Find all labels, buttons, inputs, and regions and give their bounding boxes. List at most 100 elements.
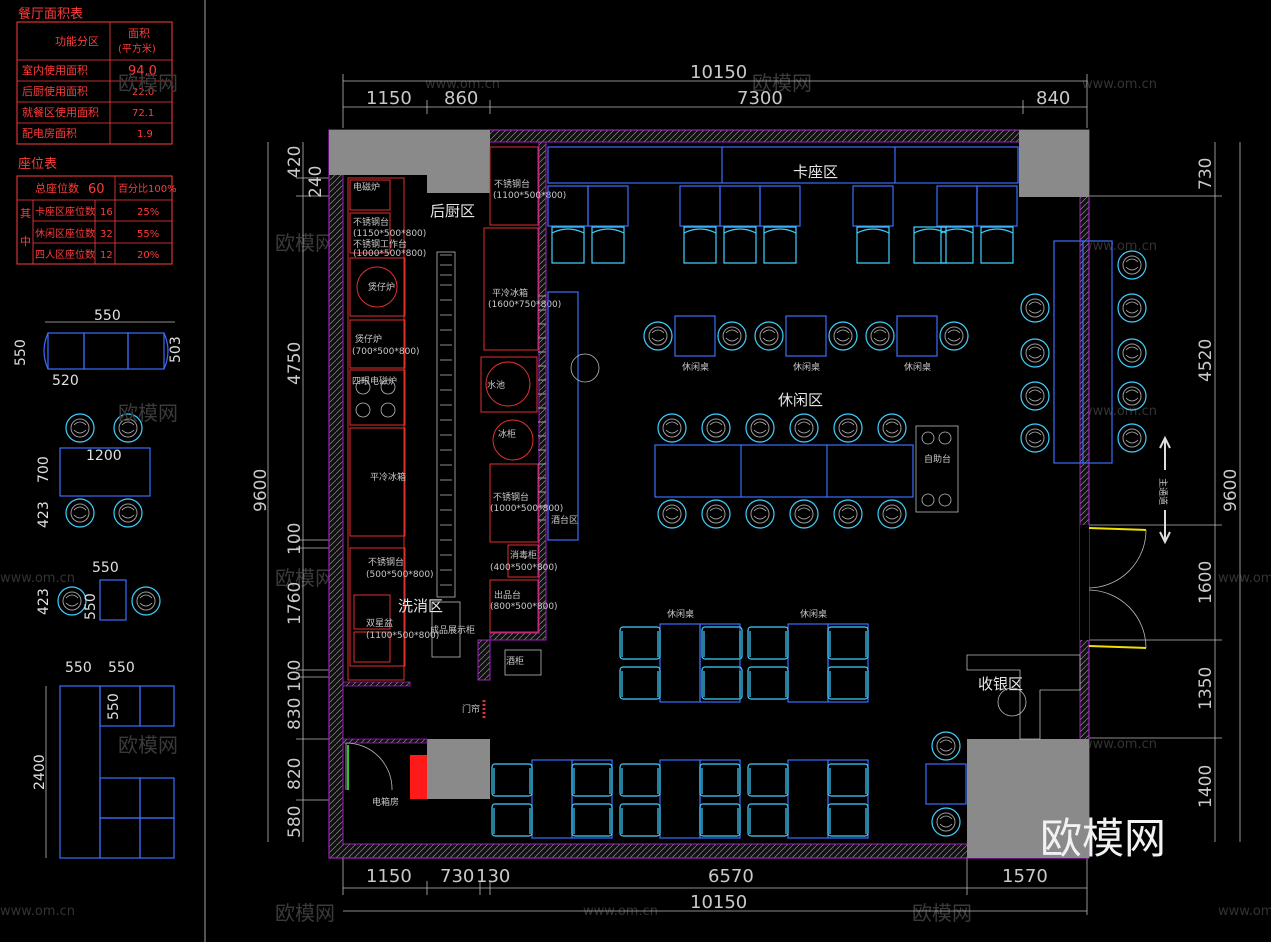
kitchen-label: (1000*500*800) bbox=[353, 249, 426, 259]
kitchen-label: (800*500*800) bbox=[490, 602, 558, 612]
watermark-site: www.om.cn bbox=[583, 904, 658, 919]
seat-total-pct: 百分比100% bbox=[118, 183, 177, 195]
dim-left-seg: 830 bbox=[285, 698, 305, 730]
dim-right-seg: 4520 bbox=[1196, 339, 1216, 382]
dim-bottom-seg: 730 bbox=[440, 866, 474, 887]
area-row-label: 配电房面积 bbox=[22, 127, 77, 140]
dim-right-seg: 1400 bbox=[1196, 765, 1216, 808]
area-row-label: 就餐区使用面积 bbox=[22, 105, 99, 119]
kitchen-label: 不锈钢台 bbox=[368, 556, 404, 568]
dim-right-seg: 1600 bbox=[1196, 561, 1216, 604]
kitchen-label: 平冷冰箱 bbox=[370, 471, 406, 483]
dim-bottom-seg: 1150 bbox=[366, 866, 412, 887]
kitchen-label: (1100*500*800) bbox=[366, 631, 439, 641]
area-row-label: 后厨使用面积 bbox=[22, 85, 88, 98]
kitchen-label: 冰柜 bbox=[498, 428, 516, 440]
kitchen-label: 煲仔炉 bbox=[368, 281, 395, 293]
dim-left-seg: 240 bbox=[306, 166, 326, 198]
legend-dim: 423 bbox=[36, 588, 52, 615]
area-row-value: 22.0 bbox=[132, 87, 154, 98]
kitchen-label: 出品台 bbox=[494, 589, 521, 601]
kitchen-label: 水池 bbox=[487, 379, 505, 391]
dim-left-total: 9600 bbox=[251, 469, 271, 512]
dim-top-seg: 7300 bbox=[737, 88, 783, 109]
kitchen-label: 煲仔炉 bbox=[355, 333, 382, 345]
legend-dim: 550 bbox=[94, 308, 121, 324]
four-seat-area: 休闲桌 休闲桌 bbox=[491, 608, 967, 839]
dim-bottom-seg: 6570 bbox=[708, 866, 754, 887]
kitchen-label: 平冷冰箱 bbox=[492, 287, 528, 299]
dim-left-seg: 580 bbox=[285, 806, 305, 838]
seat-table: 座位表 总座位数 60 百分比100% 其 中 卡座区座位数 16 25% 休闲… bbox=[16, 157, 177, 265]
kitchen-label: (1150*500*800) bbox=[353, 229, 426, 239]
zone-electric: 电箱房 bbox=[372, 796, 399, 808]
zone-leisure: 休闲区 bbox=[778, 391, 823, 409]
brand-logo: 欧模网 bbox=[1040, 814, 1166, 863]
seat-row-pct: 25% bbox=[137, 207, 159, 218]
area-table-header-left: 功能分区 bbox=[55, 34, 99, 48]
watermark-brand: 欧模网 bbox=[752, 71, 812, 95]
dim-right-total: 9600 bbox=[1221, 469, 1241, 512]
legend-dim: 520 bbox=[52, 373, 79, 389]
zone-booth: 卡座区 bbox=[793, 163, 838, 181]
kitchen-label: 门帘 bbox=[462, 703, 480, 715]
legend-dim: 550 bbox=[108, 660, 135, 676]
dim-top-total: 10150 bbox=[690, 62, 747, 83]
booth-area: 卡座区 bbox=[547, 146, 1019, 264]
seat-total-value: 60 bbox=[88, 182, 105, 197]
kitchen-label: (500*500*800) bbox=[366, 570, 434, 580]
kitchen-area: 后厨区 电磁炉 不锈钢台 (1150*500*800) 不锈钢工作台 (1000… bbox=[347, 146, 566, 720]
legend-dim: 550 bbox=[83, 593, 99, 620]
watermark-brand: 欧模网 bbox=[275, 231, 335, 255]
dim-right-seg: 730 bbox=[1196, 158, 1216, 190]
legend-dim: 550 bbox=[65, 660, 92, 676]
legend-dim: 550 bbox=[13, 339, 29, 366]
legend-dim: 423 bbox=[36, 501, 52, 528]
bar-counter: 酒台区 bbox=[538, 291, 600, 541]
area-table-header-unit: (平方米) bbox=[118, 42, 156, 55]
kitchen-label: 不锈钢工作台 bbox=[353, 238, 407, 250]
legend-dim: 2400 bbox=[32, 754, 48, 790]
watermark-site: www.om.cn bbox=[1082, 77, 1157, 92]
seat-row-label: 四人区座位数 bbox=[35, 248, 95, 261]
seat-side-label: 中 bbox=[20, 235, 31, 248]
seat-row-pct: 20% bbox=[137, 250, 159, 261]
seat-row-pct: 55% bbox=[137, 229, 159, 240]
kitchen-label: (700*500*800) bbox=[352, 347, 420, 357]
watermark-brand: 欧模网 bbox=[118, 733, 178, 757]
zone-cashier: 收银区 bbox=[978, 675, 1023, 693]
area-row-value: 72.1 bbox=[132, 108, 154, 119]
zone-wash: 洗消区 bbox=[398, 597, 443, 615]
kitchen-label: 消毒柜 bbox=[510, 549, 537, 561]
area-table-title: 餐厅面积表 bbox=[18, 6, 83, 22]
dim-bottom-seg: 1570 bbox=[1002, 866, 1048, 887]
dim-left-seg: 1760 bbox=[285, 582, 305, 625]
legend-dim: 550 bbox=[106, 693, 122, 720]
dimension-lines: 10150 1150 860 7300 840 1150 730 130 657… bbox=[251, 62, 1241, 915]
legend-dim: 700 bbox=[36, 456, 52, 483]
watermark-brand: 欧模网 bbox=[118, 401, 178, 425]
seat-row-label: 卡座区座位数 bbox=[35, 205, 95, 218]
kitchen-label: 双星盆 bbox=[366, 617, 393, 629]
dim-bottom-total: 10150 bbox=[690, 892, 747, 913]
legend-dim: 503 bbox=[168, 336, 184, 363]
area-row-label: 室内使用面积 bbox=[22, 63, 88, 77]
area-table: 餐厅面积表 功能分区 面积 (平方米) 室内使用面积 94.0 后厨使用面积 2… bbox=[16, 6, 173, 145]
kitchen-label: 不锈钢台 bbox=[353, 216, 389, 228]
dim-right-seg: 1350 bbox=[1196, 667, 1216, 710]
watermark-brand: 欧模网 bbox=[118, 71, 178, 95]
cashier-area: 收银区 bbox=[966, 654, 1081, 740]
watermark-site: www.om.cn bbox=[1218, 904, 1271, 919]
dim-top-seg: 1150 bbox=[366, 88, 412, 109]
leisure-area: 休闲桌 休闲桌 休闲桌 休闲区 自助台 主通道 bbox=[643, 240, 1171, 649]
seat-total-label: 总座位数 bbox=[35, 181, 79, 195]
dim-bottom-seg: 130 bbox=[476, 866, 510, 887]
watermark-site: www.om.cn bbox=[1082, 404, 1157, 419]
seat-row-value: 12 bbox=[100, 250, 113, 261]
watermark-site: www.om.cn bbox=[0, 571, 75, 586]
seat-row-label: 休闲区座位数 bbox=[35, 227, 95, 240]
kitchen-label: 酒柜 bbox=[506, 655, 524, 667]
kitchen-label: 不锈钢台 bbox=[494, 178, 530, 190]
dim-left-seg: 100 bbox=[285, 660, 305, 692]
